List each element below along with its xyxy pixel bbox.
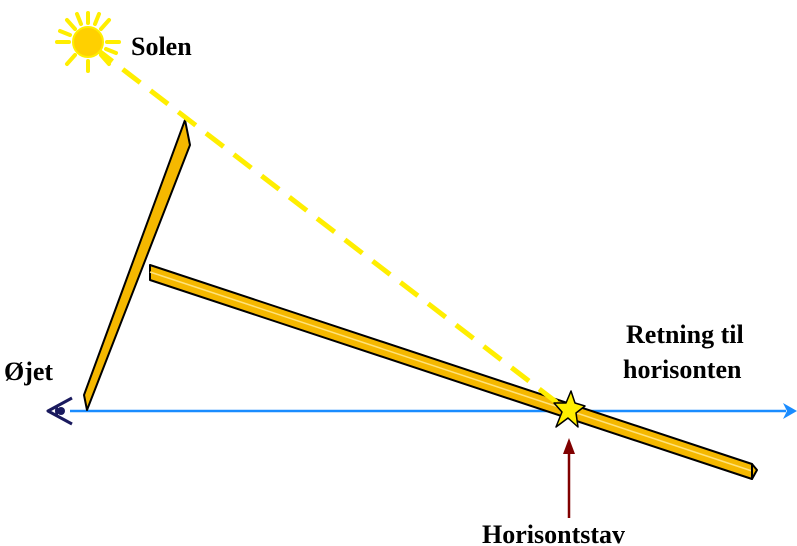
sun-label: Solen (131, 32, 192, 61)
horizon-staff-label: Horisontstav (482, 520, 625, 546)
horizon-line (70, 403, 797, 419)
main-staff-tip (751, 463, 758, 480)
direction-label-line1: Retning til (626, 320, 744, 349)
eye-icon (46, 396, 73, 426)
sun-ray (93, 46, 570, 413)
horizon-arrowhead (783, 403, 797, 419)
transversal-staff (83, 119, 191, 411)
pointer-arrow (563, 438, 575, 518)
star-icon (553, 390, 586, 428)
eye-label: Øjet (4, 357, 53, 386)
sun-icon (55, 11, 121, 73)
direction-label-line2: horisonten (623, 355, 742, 384)
